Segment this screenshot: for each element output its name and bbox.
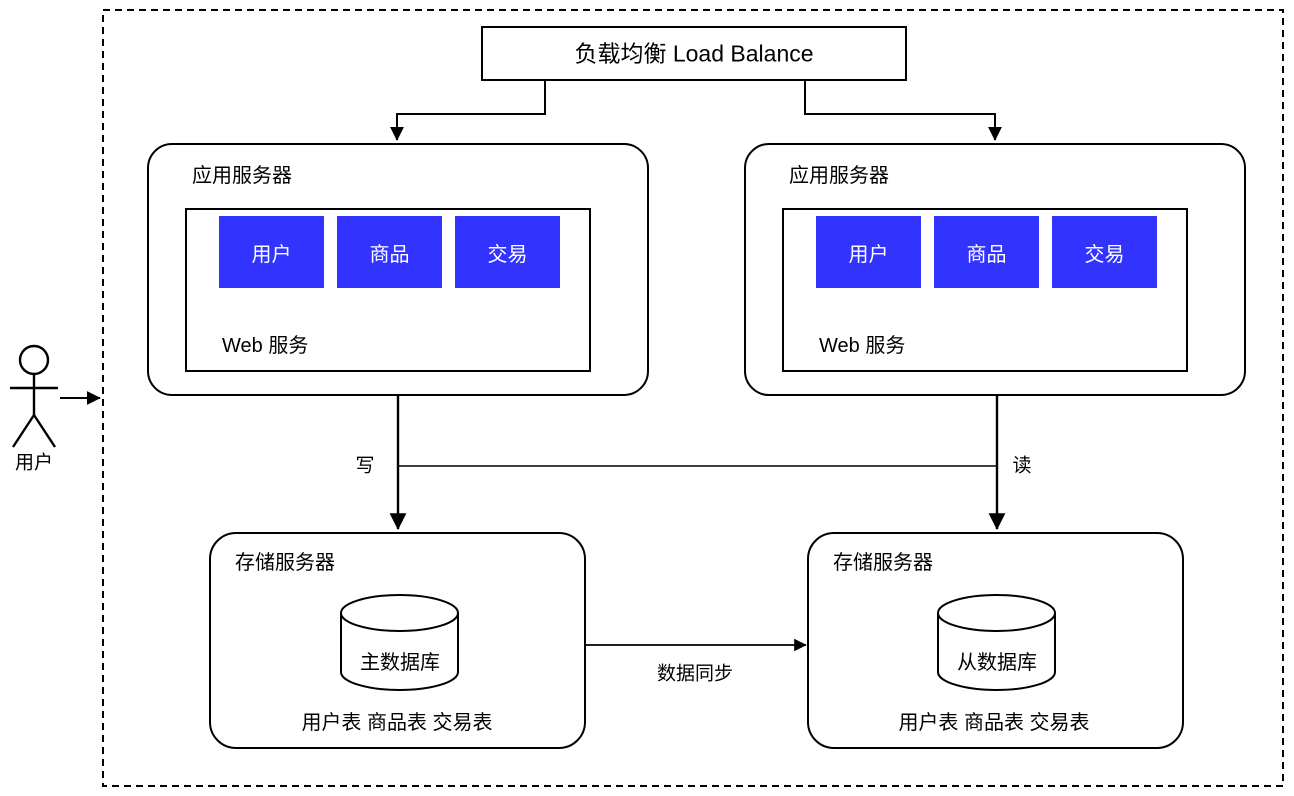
app-server-right-service-label: Web 服务 [819,335,906,357]
actor-user-figure [10,344,58,448]
slave-database-label: 从数据库 [957,652,1037,674]
load-balancer-label: 负载均衡 Load Balance [574,40,814,67]
storage-server-master-label: 存储服务器 [235,552,335,574]
edge-write-label: 写 [355,455,375,477]
module-chip-label: 商品 [966,243,1007,266]
module-chip-product-right[interactable]: 商品 [934,216,1039,288]
slave-tables-label: 用户表 商品表 交易表 [898,712,1090,734]
edge-lb-to-app-right [804,80,1002,141]
master-tables-label: 用户表 商品表 交易表 [301,712,493,734]
module-chip-transaction-left[interactable]: 交易 [455,216,560,288]
module-chip-user-left[interactable]: 用户 [219,216,324,288]
load-balancer-box [481,26,907,81]
module-chip-transaction-right[interactable]: 交易 [1052,216,1157,288]
system-boundary [102,9,1284,787]
storage-server-slave-label: 存储服务器 [833,552,933,574]
edge-lb-to-app-left [390,80,546,141]
module-chip-user-right[interactable]: 用户 [816,216,921,288]
module-chip-product-left[interactable]: 商品 [337,216,442,288]
slave-database-cylinder [937,594,1056,691]
module-chip-label: 交易 [487,243,528,266]
module-chip-label: 商品 [369,243,410,266]
module-chip-label: 交易 [1084,243,1125,266]
module-chip-label: 用户 [848,243,889,266]
edge-read-label: 读 [1012,455,1032,477]
app-server-right-label: 应用服务器 [789,165,889,187]
master-database-cylinder [340,594,459,691]
master-database-label: 主数据库 [360,652,440,674]
app-server-left-service-label: Web 服务 [222,335,309,357]
edge-sync-label: 数据同步 [656,663,734,685]
module-chip-label: 用户 [251,243,292,266]
app-server-left-label: 应用服务器 [192,165,292,187]
actor-user-label: 用户 [14,452,54,474]
